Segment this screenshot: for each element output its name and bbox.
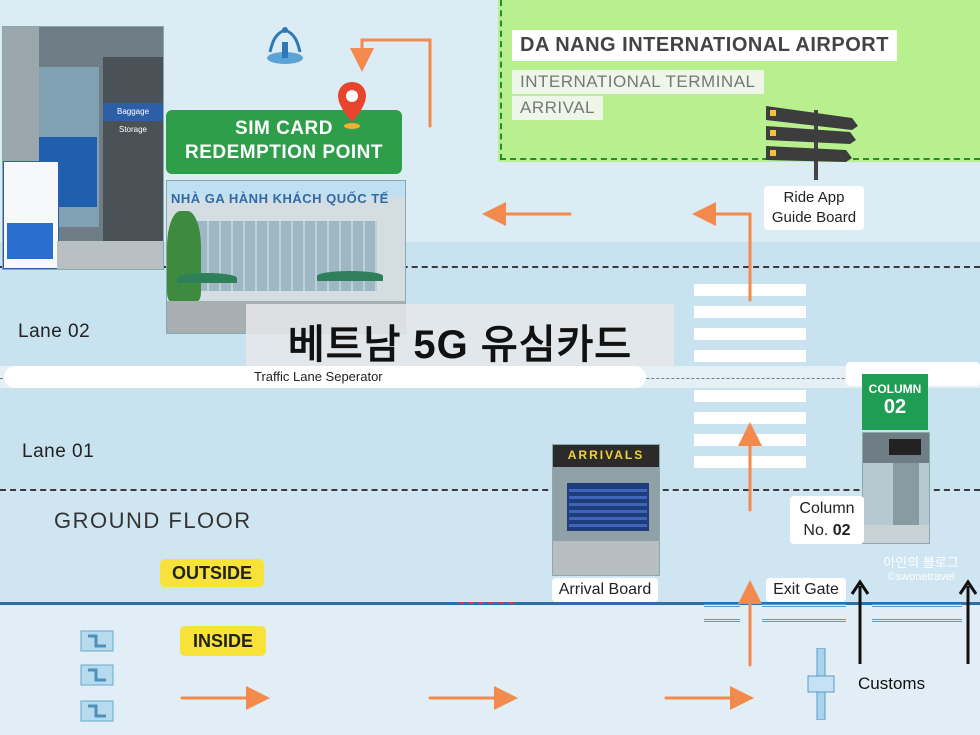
exit-gate-barrier-2 <box>762 604 846 622</box>
customs-booth-icon <box>804 647 838 721</box>
airport-title: DA NANG INTERNATIONAL AIRPORT <box>512 30 897 61</box>
lane-divider-bottom <box>0 489 980 491</box>
ride-app-line2: Guide Board <box>771 209 857 226</box>
arrivals-sign: ARRIVALS <box>567 448 645 462</box>
overlay-title-text: 베트남 5G 유심카드 <box>287 323 633 367</box>
inside-tag: INSIDE <box>180 626 266 656</box>
photo-door <box>103 57 163 247</box>
arrival-label: ARRIVAL <box>512 96 603 120</box>
route-near-sim <box>350 38 432 128</box>
watermark-line1: 아인의 블로그 <box>883 555 959 570</box>
red-dashed-barrier <box>458 602 514 604</box>
column-no-02-label: Column No. 02 <box>790 496 864 544</box>
arrivals-screen-rows <box>569 489 647 527</box>
ride-app-sign-icon <box>762 100 862 180</box>
watermark-line2: ©swonetravel <box>887 571 955 583</box>
crosswalk-stripe-2 <box>694 306 806 318</box>
gate-icon-2 <box>80 664 114 686</box>
sim-card-redemption-banner: SIM CARD REDEMPTION POINT <box>166 110 402 174</box>
crosswalk-stripe-5 <box>694 390 806 402</box>
column-badge-line2: 02 <box>883 396 907 418</box>
exit-gate-label: Exit Gate <box>766 578 846 602</box>
column-photo-floor <box>863 525 929 543</box>
traffic-lane-separator-label: Traffic Lane Seperator <box>254 369 383 384</box>
overlay-title <box>246 304 674 366</box>
lane-01-label: Lane 01 <box>22 441 95 462</box>
sim-card-line2: REDEMPTION POINT <box>184 142 383 163</box>
terminal-label: INTERNATIONAL TERMINAL <box>512 70 764 94</box>
gate-icon-1 <box>80 630 114 652</box>
column-02-photo <box>862 432 930 544</box>
fountain-icon <box>264 24 306 66</box>
terminal-umbrella-right <box>317 271 383 281</box>
column-02-badge: COLUMN 02 <box>862 374 928 430</box>
lane-divider-top <box>0 266 980 268</box>
terminal-tree <box>167 211 201 301</box>
column-badge-line1: COLUMN <box>868 382 922 396</box>
arrival-board-label: Arrival Board <box>552 578 658 602</box>
route-crosswalk-up <box>692 202 752 302</box>
arrivals-floor <box>553 541 659 575</box>
crosswalk-stripe-4 <box>694 350 806 362</box>
crosswalk-stripe-6 <box>694 412 806 424</box>
photo-floor <box>57 241 163 269</box>
location-pin-icon <box>336 80 368 130</box>
column-photo-screen <box>889 439 921 455</box>
traffic-lane-separator <box>4 366 646 388</box>
arrival-board-photo: ARRIVALS <box>552 444 660 576</box>
exit-gate-barrier-3 <box>872 604 962 622</box>
terminal-umbrella-left <box>177 273 237 283</box>
column-label-line2: No. 02 <box>794 520 860 542</box>
column-label-prefix: No. <box>803 522 833 539</box>
lower-road <box>0 388 980 490</box>
outside-tag: OUTSIDE <box>160 559 264 587</box>
terminal-sign: NHÀ GA HÀNH KHÁCH QUỐC TẾ <box>171 191 389 206</box>
ground-floor-label: GROUND FLOOR <box>54 508 252 533</box>
column-label-line1: Column <box>799 500 855 517</box>
exit-gate-barrier <box>704 604 740 622</box>
baggage-storage-photo: Baggage Storage <box>2 26 164 270</box>
ride-app-line1: Ride App <box>783 189 845 206</box>
photo-poster-card <box>7 223 53 259</box>
column-label-number: 02 <box>832 522 851 539</box>
airport-zone-border <box>500 0 980 160</box>
baggage-storage-sign: Baggage Storage <box>103 103 163 134</box>
customs-label: Customs <box>858 674 926 693</box>
lane-02-label: Lane 02 <box>18 321 91 342</box>
watermark: 아인의 블로그 ©swonetravel <box>866 552 976 583</box>
gate-icon-3 <box>80 700 114 722</box>
crosswalk-stripe-3 <box>694 328 806 340</box>
arrivals-header <box>553 445 659 467</box>
ride-app-guide-label: Ride App Guide Board <box>764 186 864 230</box>
customs-arrows <box>850 579 978 664</box>
sim-card-line1: SIM CARD <box>235 118 333 139</box>
